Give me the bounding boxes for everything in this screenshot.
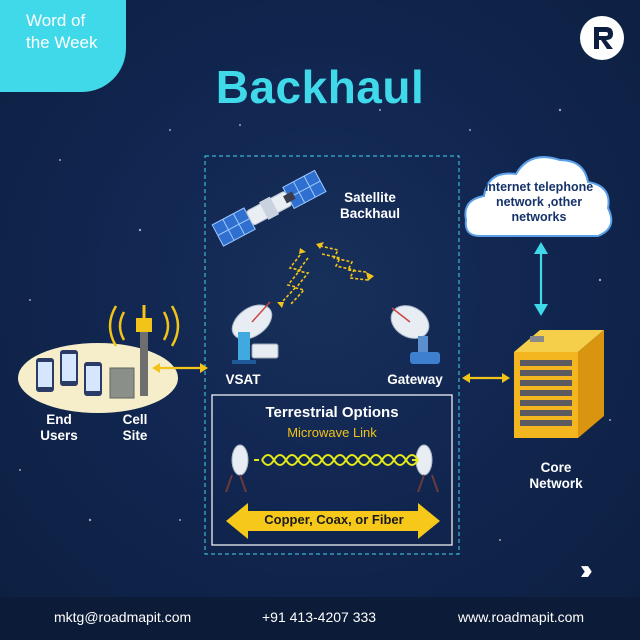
cloud-line2: network ,other	[495, 195, 583, 209]
core-line1: Core	[540, 460, 572, 475]
copper-arrow	[226, 503, 440, 539]
core-line2: Network	[529, 476, 583, 491]
badge-line2: the Week	[26, 33, 98, 52]
cell-to-vsat-arrow	[152, 363, 208, 373]
copper-coax-fiber-label: Copper, Coax, or Fiber	[264, 512, 404, 527]
server-slot	[520, 370, 572, 376]
cloud-icon	[464, 156, 613, 237]
server-slot	[520, 400, 572, 406]
cloud-label: Internet telephone network ,other networ…	[476, 180, 602, 225]
server-slot	[520, 410, 572, 416]
backhaul-dashed-frame	[204, 155, 460, 555]
server-slot	[520, 390, 572, 396]
cell-tower-icon	[108, 305, 180, 399]
gateway-dish-icon	[390, 305, 440, 364]
server-slot	[520, 420, 572, 426]
satellite-icon	[211, 169, 327, 247]
cloud-line3: networks	[511, 210, 567, 224]
phone-device-icon	[36, 350, 102, 396]
email-text[interactable]: mktg@roadmapit.com	[54, 609, 192, 625]
roadmapit-logo	[580, 16, 624, 60]
end-users-line2: Users	[40, 428, 78, 443]
microwave-wave	[254, 454, 419, 466]
satellite-line2: Backhaul	[339, 206, 401, 221]
badge-line1: Word of	[26, 11, 86, 30]
cloud-line1: Internet telephone	[484, 180, 594, 194]
server-slot	[520, 360, 572, 366]
server-slot	[520, 380, 572, 386]
footer-email[interactable]: mktg@roadmapit.com	[54, 609, 191, 625]
star-field	[19, 108, 611, 541]
satellite-line1: Satellite	[344, 190, 396, 205]
cell-site-line2: Site	[122, 428, 148, 443]
footer-website[interactable]: www.roadmapit.com	[458, 609, 584, 625]
terrestrial-options-frame	[211, 394, 453, 546]
core-network-label: Core Network	[518, 460, 594, 492]
end-users-label: End Users	[34, 412, 84, 444]
satellite-link-vsat	[277, 248, 310, 308]
word-of-the-week-badge: Word of the Week	[0, 0, 126, 92]
satellite-backhaul-label: Satellite Backhaul	[330, 190, 410, 222]
footer-phone[interactable]: +91 413-4207 333	[262, 609, 376, 625]
footer-bar	[0, 597, 640, 640]
microwave-dish-icon	[225, 444, 439, 493]
cell-site-line1: Cell	[122, 412, 148, 427]
vsat-label: VSAT	[225, 372, 261, 387]
double-chevron-icon[interactable]: ››	[580, 554, 592, 585]
gateway-to-core-arrow	[462, 373, 510, 383]
gateway-label: Gateway	[387, 372, 443, 387]
satellite-link-gateway	[316, 242, 374, 281]
microwave-link-label: Microwave Link	[287, 425, 377, 440]
terrestrial-options-title: Terrestrial Options	[265, 404, 399, 421]
website-text[interactable]: www.roadmapit.com	[458, 609, 585, 625]
cell-site-label: Cell Site	[110, 412, 160, 444]
cloud-to-core-arrow	[534, 242, 548, 316]
page-title: Backhaul	[215, 61, 425, 113]
end-users-line1: End	[46, 412, 72, 427]
phone-text[interactable]: +91 413-4207 333	[262, 609, 377, 625]
vsat-dish-icon	[231, 301, 279, 364]
logo-r-icon	[594, 27, 613, 49]
